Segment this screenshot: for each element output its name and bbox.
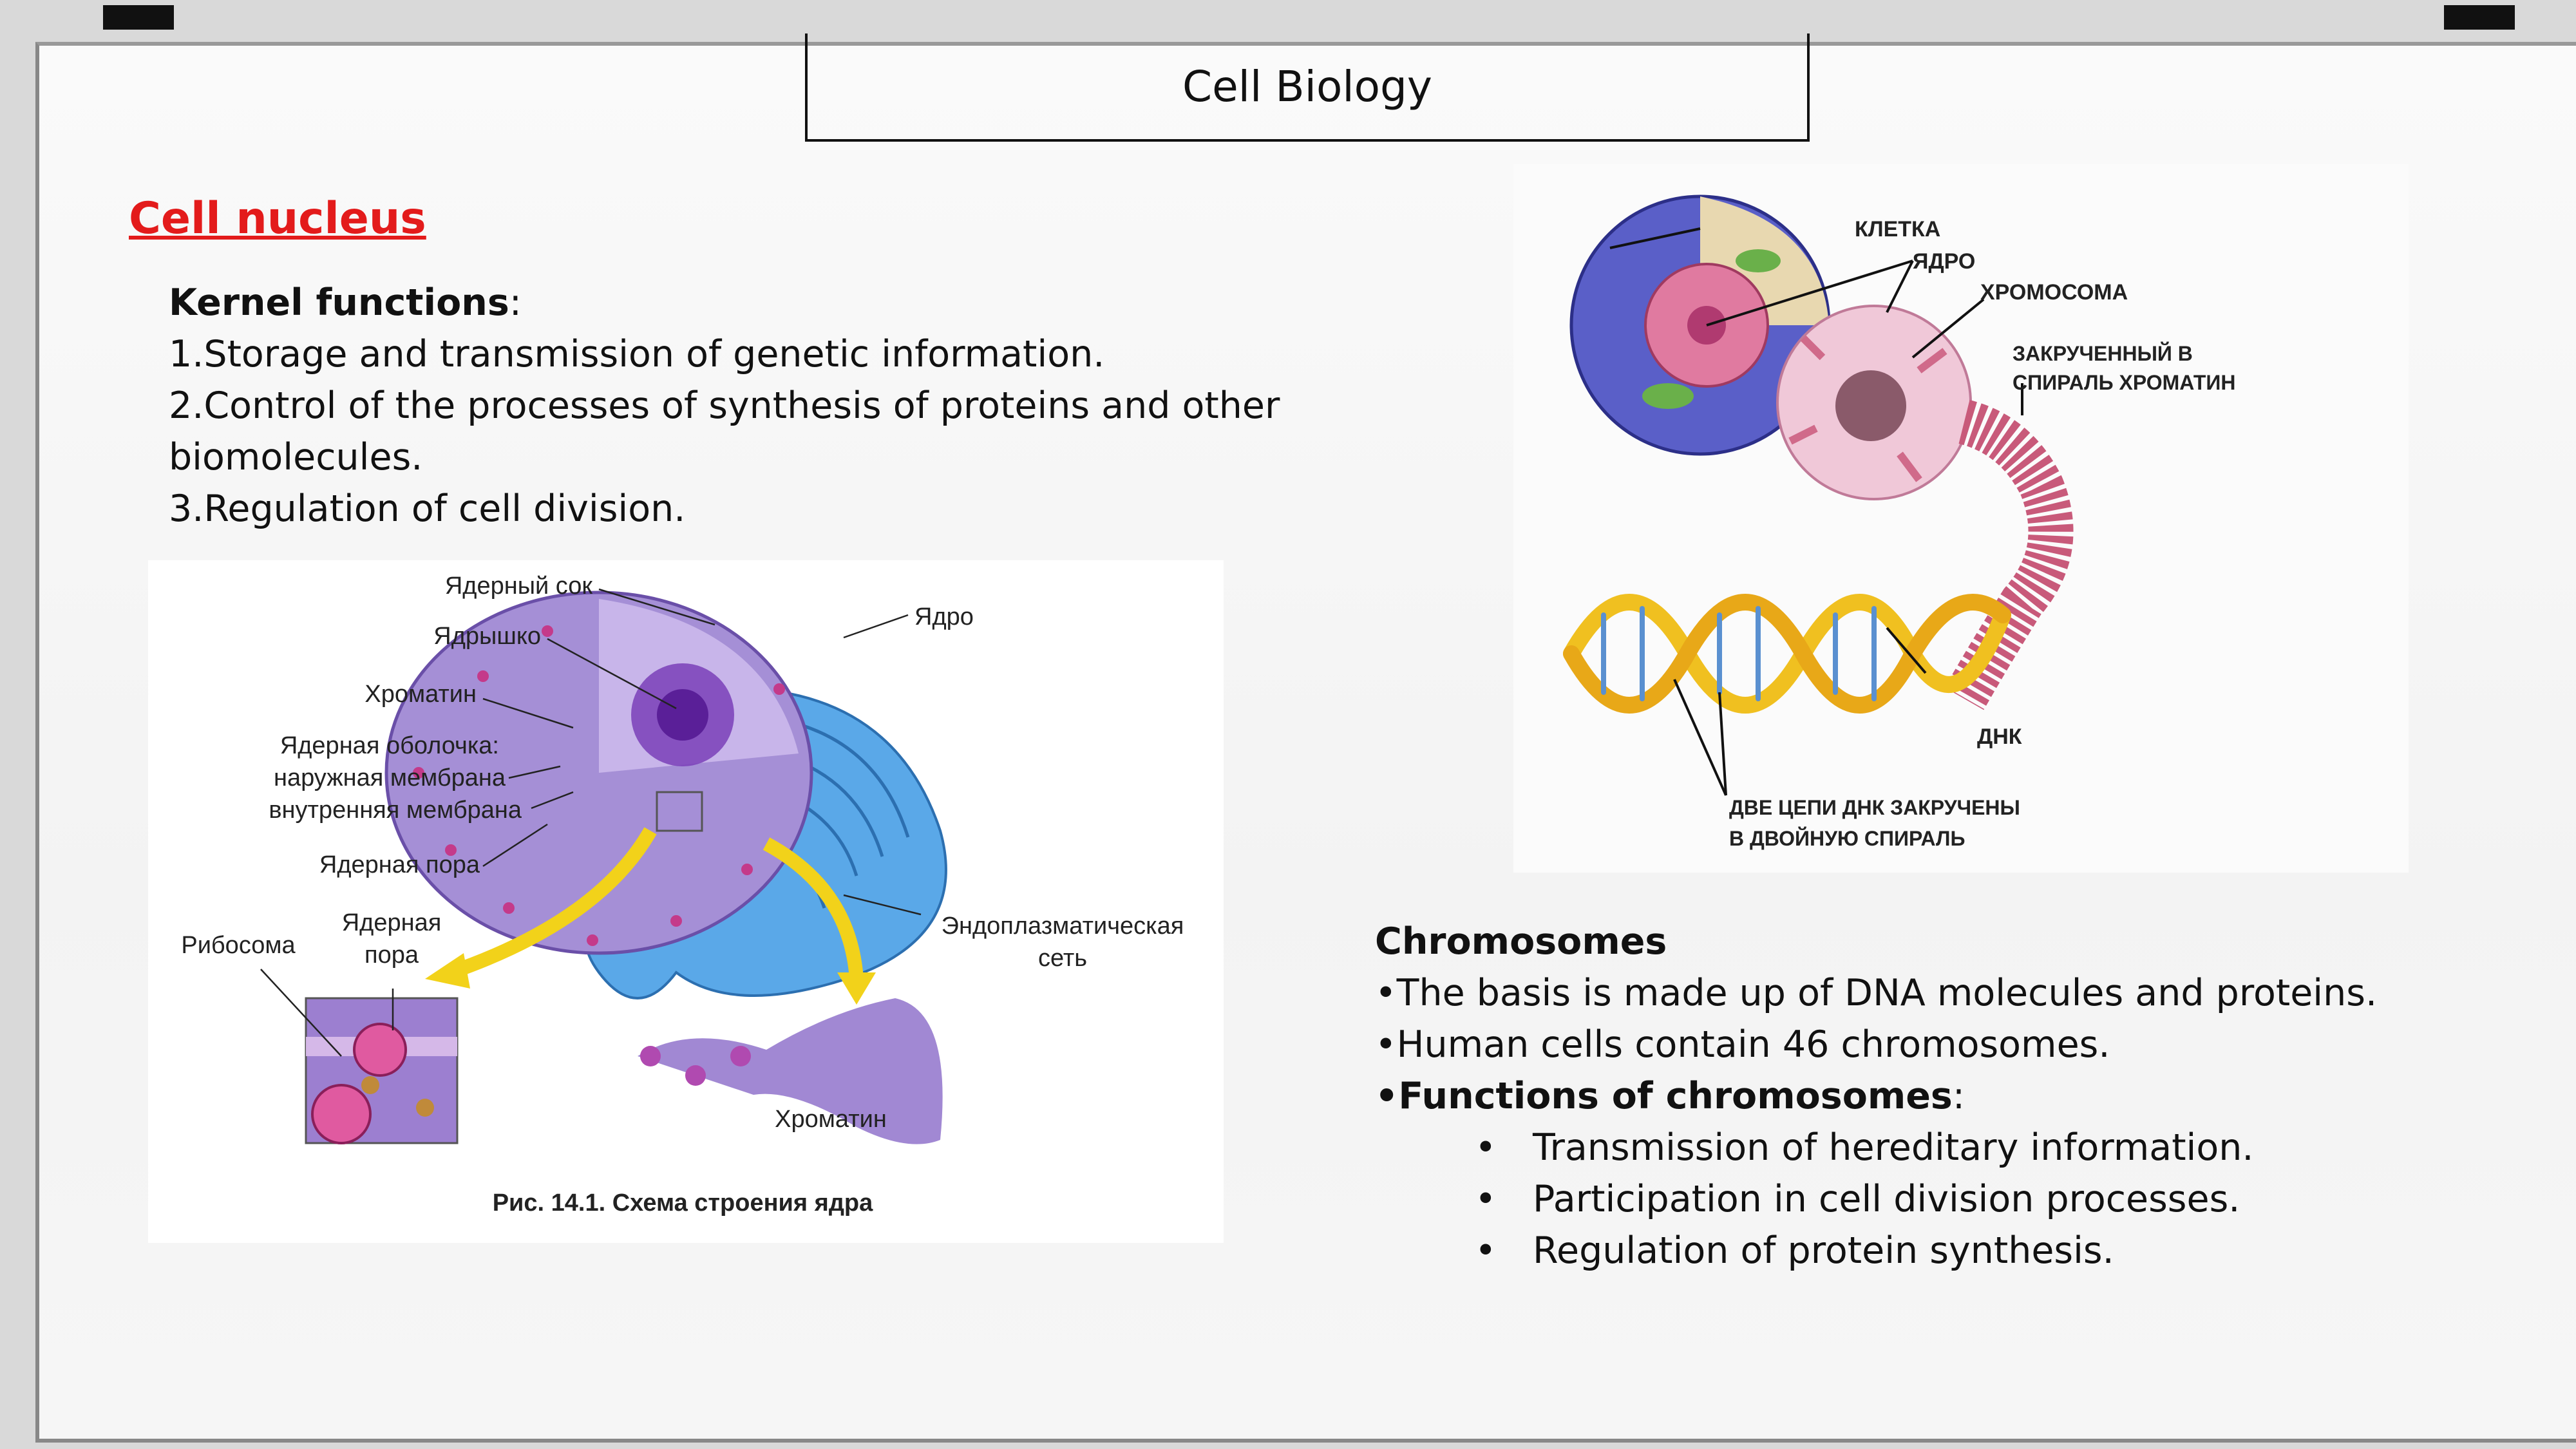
label-nucleus: Ядро [914,603,974,630]
cell-to-dna-figure: КЛЕТКА ЯДРО ХРОМОСОМА ЗАКРУЧЕННЫЙ В СПИР… [1513,164,2409,873]
chromosome-function-item: Regulation of protein synthesis. [1475,1225,2470,1276]
chromosome-functions-list: Transmission of hereditary information. … [1375,1122,2470,1276]
section-heading: Cell nucleus [129,193,426,244]
label-strands-line1: ДВЕ ЦЕПИ ДНК ЗАКРУЧЕНЫ [1729,796,2020,819]
kernel-function-item: biomolecules. [169,436,423,478]
label-chromosome-ru: ХРОМОСОМА [1980,280,2128,305]
kernel-function-item: 2.Control of the processes of synthesis … [169,384,1280,427]
label-nucleus-ru: ЯДРО [1913,249,1975,274]
label-pore-inset-line1: Ядерная [342,909,442,936]
label-chromatin-fiber: Хроматин [775,1106,887,1133]
label-dna: ДНК [1977,724,2022,749]
label-ribosome: Рибосома [181,932,296,959]
label-envelope-title: Ядерная оболочка: [280,732,499,759]
board-clip-left [103,5,174,30]
nucleus-sphere-illustration [384,591,813,955]
chromosomes-title: Chromosomes [1375,920,1667,963]
nucleus-structure-figure: Ядерный сок Ядрышко Хроматин Ядерная обо… [148,560,1224,1243]
chromosome-functions-label: •Functions of chromosomes [1375,1075,1953,1117]
kernel-function-item: 3.Regulation of cell division. [169,488,686,530]
label-coiled-line1: ЗАКРУЧЕННЫЙ В [2012,342,2193,365]
chromosomes-line: •The basis is made up of DNA molecules a… [1375,972,2378,1014]
board-clip-right [2444,5,2515,30]
chromosome-functions-colon: : [1952,1075,1965,1117]
chromosome-function-item: Participation in cell division processes… [1475,1173,2470,1225]
chromosomes-block: Chromosomes •The basis is made up of DNA… [1375,916,2470,1276]
coiled-chromatin-illustration [1944,400,2074,710]
cell-dna-diagram: КЛЕТКА ЯДРО ХРОМОСОМА ЗАКРУЧЕННЫЙ В СПИР… [1563,194,2235,850]
label-nucleolus: Ядрышко [433,623,541,650]
label-er-line2: сеть [1038,945,1087,972]
chromosome-functions-heading: •Functions of chromosomes: [1375,1070,2470,1122]
kernel-function-item: 1.Storage and transmission of genetic in… [169,333,1105,375]
label-cell: КЛЕТКА [1855,217,1940,242]
chromatin-fiber-illustration [638,998,943,1144]
slide-title-text: Cell Biology [1182,61,1432,111]
kernel-functions-block: Kernel functions: 1.Storage and transmis… [169,277,1328,535]
nuclear-pore-inset [305,997,459,1144]
label-coiled-line2: СПИРАЛЬ ХРОМАТИН [2012,371,2235,394]
kernel-functions-title: Kernel functions: [169,277,1328,328]
label-nuclear-pore: Ядерная пора [319,851,480,878]
label-chromatin: Хроматин [365,681,477,708]
label-strands-line2: В ДВОЙНУЮ СПИРАЛЬ [1729,827,1965,850]
nucleus-illustration [1776,305,1972,500]
dna-helix-illustration [1563,594,2011,714]
chromosome-function-item: Transmission of hereditary information. [1475,1122,2470,1173]
kernel-functions-label: Kernel functions [169,281,509,324]
label-nuclear-sap: Ядерный сок [445,573,593,600]
label-inner-membrane: внутренняя мембрана [269,797,522,824]
label-er-line1: Эндоплазматическая [942,913,1184,940]
slide-title: Cell Biology [805,33,1810,142]
chromosomes-line: •Human cells contain 46 chromosomes. [1375,1023,2110,1066]
label-pore-inset-line2: пора [365,942,419,969]
nucleus-diagram: Ядерный сок Ядрышко Хроматин Ядерная обо… [181,573,1184,1217]
label-outer-membrane: наружная мембрана [274,764,506,791]
figure-caption: Рис. 14.1. Схема строения ядра [493,1189,873,1217]
kernel-functions-colon: : [509,281,522,324]
